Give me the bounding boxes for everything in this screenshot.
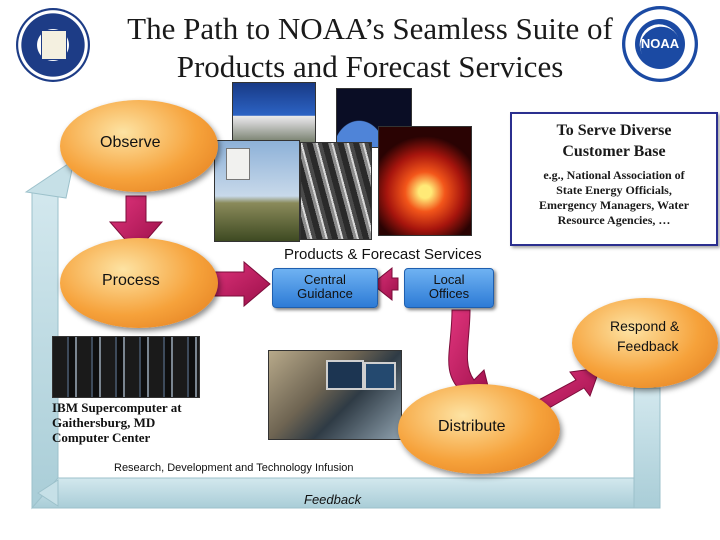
title-line-1: The Path to NOAA’s Seamless Suite of (127, 11, 613, 46)
distribute-stage: Distribute (398, 384, 560, 474)
customer-examples: e.g., National Association of State Ener… (512, 168, 716, 228)
noaa-logo-icon: NOAA (622, 6, 698, 82)
feedback-label: Feedback (304, 492, 362, 507)
noaa-logo-text: NOAA (640, 36, 680, 51)
respond-label-line-1: Respond & (610, 318, 680, 334)
monitor-icon (326, 360, 364, 390)
infrared-imagery-photo (300, 142, 372, 240)
monitor-icon-2 (364, 362, 396, 390)
instrument-shelter-icon (226, 148, 250, 180)
commerce-seal-icon (16, 8, 90, 82)
page-title: The Path to NOAA’s Seamless Suite of Pro… (90, 10, 650, 86)
customer-heading-line-1: To Serve Diverse (556, 122, 672, 139)
feedback-loop-right-bar (633, 387, 661, 509)
process-label: Process (102, 272, 160, 289)
seal-shield-icon (41, 30, 67, 60)
feedback-arrowhead-left (37, 479, 59, 507)
customer-examples-line-4: Resource Agencies, … (557, 213, 671, 227)
supercomputer-caption: IBM Supercomputer at Gaithersburg, MD Co… (52, 400, 182, 445)
supercomputer-photo (52, 336, 200, 398)
central-guidance-line-2: Guidance (297, 286, 353, 301)
customer-examples-line-2: State Energy Officials, (556, 183, 672, 197)
respond-label-line-2: Feedback (617, 338, 679, 354)
customer-base-box: To Serve Diverse Customer Base e.g., Nat… (510, 112, 718, 246)
arrow-observe-to-process (108, 195, 164, 253)
customer-heading-line-2: Customer Base (562, 143, 666, 160)
central-guidance-line-1: Central (304, 272, 346, 287)
supercomputer-caption-line-3: Computer Center (52, 430, 151, 445)
supercomputer-caption-line-2: Gaithersburg, MD (52, 415, 156, 430)
solar-flare-photo (378, 126, 472, 236)
arrow-central-to-local (371, 266, 399, 302)
feedback-arrowhead-observe (24, 158, 75, 199)
customer-heading: To Serve Diverse Customer Base (512, 120, 716, 162)
customer-examples-line-3: Emergency Managers, Water (538, 198, 690, 212)
local-offices-line-1: Local (433, 272, 465, 287)
title-line-2: Products and Forecast Services (176, 49, 564, 84)
products-heading: Products & Forecast Services (284, 246, 482, 263)
observe-label: Observe (100, 134, 161, 151)
research-label: Research, Development and Technology Inf… (114, 462, 354, 474)
observe-stage: Observe (60, 100, 218, 192)
respond-feedback-stage: Respond & Feedback (572, 298, 718, 388)
distribute-label: Distribute (438, 418, 506, 435)
customer-examples-line-1: e.g., National Association of (543, 168, 685, 182)
local-offices-box: Local Offices (404, 268, 494, 308)
central-guidance-box: Central Guidance (272, 268, 378, 308)
local-offices-line-2: Offices (428, 286, 470, 301)
process-stage: Process (60, 238, 218, 328)
supercomputer-caption-line-1: IBM Supercomputer at (52, 400, 182, 415)
